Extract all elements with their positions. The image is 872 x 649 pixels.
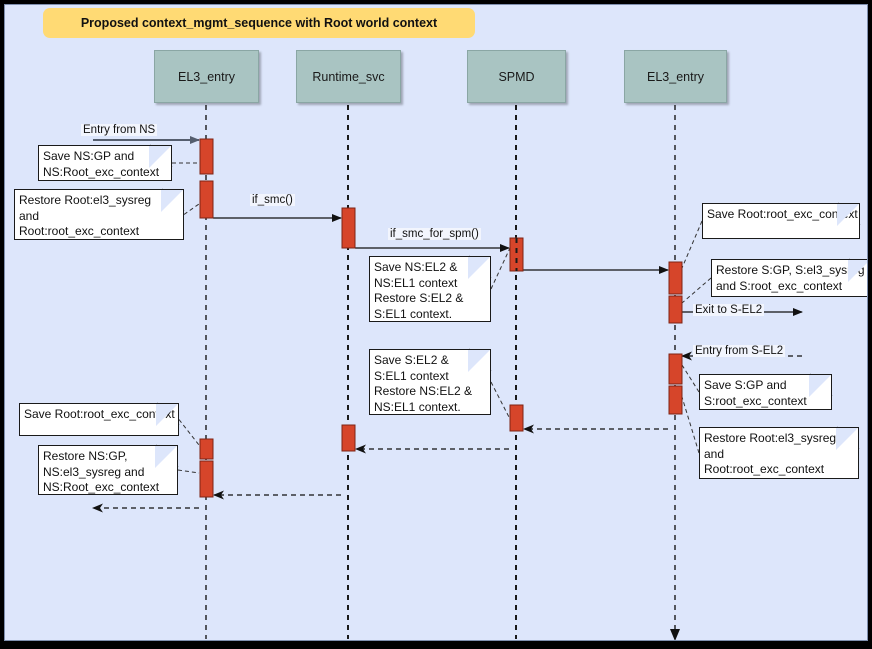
diagram-vector-layer [92, 105, 867, 640]
note-connector-7 [681, 396, 700, 454]
note-connector-1 [183, 203, 200, 215]
activation-bar-2 [341, 207, 356, 249]
note-3: Save S:EL2 & S:EL1 context Restore NS:EL… [369, 349, 491, 415]
lifeline-head-3[interactable]: EL3_entry [624, 50, 727, 103]
lifeline-label: Runtime_svc [312, 69, 385, 84]
lifeline-head-2[interactable]: SPMD [467, 50, 566, 103]
note-text: Save NS:GP and NS:Root_exc_context [43, 149, 160, 179]
message-label: Exit to S-EL2 [693, 304, 765, 316]
activation-bar-6 [668, 353, 683, 385]
note-connector-5 [681, 277, 712, 304]
sequence-diagram: Proposed context_mgmt_sequence with Root… [4, 4, 868, 641]
message-label: if_smc() [250, 194, 295, 206]
note-fold-icon [836, 428, 858, 450]
note-connector-6 [681, 364, 700, 393]
note-0: Save NS:GP and NS:Root_exc_context [38, 145, 172, 181]
note-text: Save NS:EL2 & NS:EL1 context Restore S:E… [374, 260, 464, 321]
note-text: Save S:GP and S:root_exc_context [704, 378, 807, 408]
activation-bar-10 [199, 438, 214, 460]
note-text: Restore Root:el3_sysreg and Root:root_ex… [704, 431, 837, 476]
lifeline-head-0[interactable]: EL3_entry [154, 50, 259, 103]
note-text: Restore NS:GP, NS:el3_sysreg and NS:Root… [43, 449, 160, 494]
note-9: Restore NS:GP, NS:el3_sysreg and NS:Root… [38, 445, 178, 495]
activation-bar-9 [341, 424, 356, 452]
message-label: if_smc_for_spm() [388, 228, 481, 240]
note-8: Save Root:root_exc_context [19, 403, 179, 436]
note-1: Restore Root:el3_sysreg and Root:root_ex… [14, 189, 184, 240]
note-text: Restore S:GP, S:el3_sysreg and S:root_ex… [716, 263, 865, 293]
note-text: Restore Root:el3_sysreg and Root:root_ex… [19, 193, 152, 238]
activation-bar-5 [668, 295, 683, 324]
note-connector-3 [490, 381, 511, 420]
activation-bar-0 [199, 138, 214, 175]
note-fold-icon [837, 204, 859, 226]
lifeline-label: SPMD [498, 69, 535, 84]
note-connector-4 [681, 220, 703, 269]
note-text: Save S:EL2 & S:EL1 context Restore NS:EL… [374, 353, 473, 414]
note-fold-icon [468, 350, 490, 372]
note-fold-icon [149, 146, 171, 168]
activation-bar-4 [668, 261, 683, 295]
note-7: Restore Root:el3_sysreg and Root:root_ex… [699, 427, 859, 479]
message-label: Entry from S-EL2 [693, 345, 786, 357]
note-6: Save S:GP and S:root_exc_context [699, 374, 832, 410]
note-text: Save Root:root_exc_context [24, 407, 175, 421]
activation-bar-8 [509, 404, 524, 432]
note-4: Save Root:root_exc_context [702, 203, 860, 239]
activation-bar-1 [199, 180, 214, 219]
message-label: Entry from NS [81, 124, 158, 136]
note-fold-icon [161, 190, 183, 212]
lifeline-head-1[interactable]: Runtime_svc [296, 50, 401, 103]
lifeline-label: EL3_entry [178, 69, 235, 84]
note-fold-icon [809, 375, 831, 397]
note-fold-icon [155, 446, 177, 468]
diagram-title: Proposed context_mgmt_sequence with Root… [43, 8, 475, 38]
note-5: Restore S:GP, S:el3_sysreg and S:root_ex… [711, 259, 867, 297]
activation-bar-11 [199, 460, 214, 498]
lifeline-end-arrow-icon [670, 629, 680, 640]
note-fold-icon [848, 260, 867, 282]
note-connector-9 [177, 469, 200, 474]
note-2: Save NS:EL2 & NS:EL1 context Restore S:E… [369, 256, 491, 322]
note-fold-icon [156, 404, 178, 426]
note-connector-8 [178, 419, 200, 446]
note-fold-icon [468, 257, 490, 279]
note-text: Save Root:root_exc_context [707, 207, 858, 221]
activation-bar-7 [668, 385, 683, 415]
lifeline-label: EL3_entry [647, 69, 704, 84]
note-connector-2 [490, 247, 511, 290]
